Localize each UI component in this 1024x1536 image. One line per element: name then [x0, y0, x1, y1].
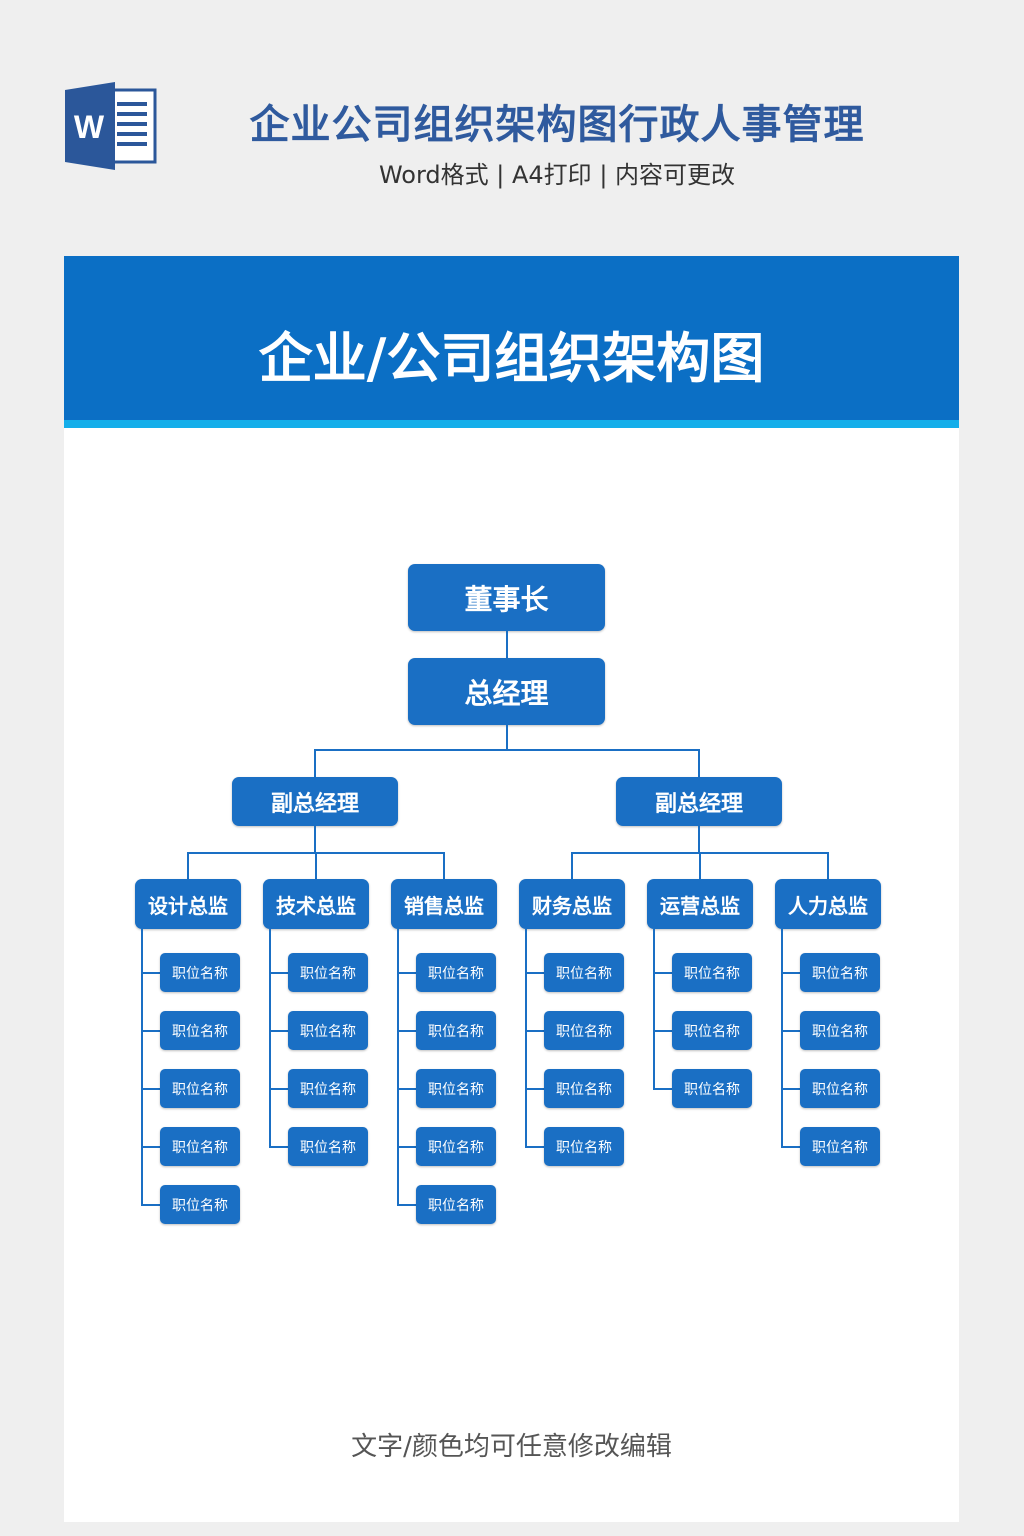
position-box[interactable]: 职位名称 [288, 1127, 368, 1166]
position-box[interactable]: 职位名称 [416, 1185, 496, 1224]
connector-line [653, 929, 655, 1089]
position-box[interactable]: 职位名称 [800, 1011, 880, 1050]
chairman-box[interactable]: 董事长 [408, 564, 605, 631]
deputy-manager-box[interactable]: 副总经理 [616, 777, 782, 826]
connector-line [827, 852, 829, 879]
connector-line [781, 1146, 800, 1148]
position-box[interactable]: 职位名称 [288, 1069, 368, 1108]
position-box[interactable]: 职位名称 [160, 1127, 240, 1166]
director-box[interactable]: 技术总监 [263, 879, 369, 929]
connector-line [653, 1088, 672, 1090]
connector-line [781, 1030, 800, 1032]
position-box[interactable]: 职位名称 [672, 1069, 752, 1108]
position-box[interactable]: 职位名称 [160, 953, 240, 992]
general-manager-box[interactable]: 总经理 [408, 658, 605, 725]
banner [64, 256, 959, 420]
connector-line [525, 1030, 544, 1032]
connector-line [653, 1030, 672, 1032]
connector-line [269, 972, 288, 974]
connector-line [141, 1088, 160, 1090]
director-box[interactable]: 销售总监 [391, 879, 497, 929]
position-box[interactable]: 职位名称 [416, 1069, 496, 1108]
connector-line [187, 852, 189, 879]
connector-line [315, 749, 700, 751]
connector-line [315, 852, 317, 879]
connector-line [653, 972, 672, 974]
position-box[interactable]: 职位名称 [800, 1069, 880, 1108]
position-box[interactable]: 职位名称 [544, 1069, 624, 1108]
svg-text:W: W [74, 109, 105, 145]
position-box[interactable]: 职位名称 [160, 1011, 240, 1050]
connector-line [699, 852, 701, 879]
position-box[interactable]: 职位名称 [800, 953, 880, 992]
position-box[interactable]: 职位名称 [800, 1127, 880, 1166]
word-icon: W [65, 82, 157, 170]
connector-line [525, 929, 527, 1147]
position-box[interactable]: 职位名称 [288, 953, 368, 992]
connector-line [397, 929, 399, 1205]
connector-line [397, 1030, 416, 1032]
connector-line [397, 1146, 416, 1148]
connector-line [781, 972, 800, 974]
connector-line [525, 1088, 544, 1090]
connector-line [397, 1088, 416, 1090]
position-box[interactable]: 职位名称 [672, 953, 752, 992]
banner-title: 企业/公司组织架构图 [258, 327, 765, 390]
position-box[interactable]: 职位名称 [416, 1011, 496, 1050]
connector-line [781, 929, 783, 1147]
connector-line [698, 826, 700, 853]
position-box[interactable]: 职位名称 [288, 1011, 368, 1050]
director-box[interactable]: 财务总监 [519, 879, 625, 929]
position-box[interactable]: 职位名称 [416, 953, 496, 992]
connector-line [269, 929, 271, 1147]
connector-line [525, 1146, 544, 1148]
footer-note: 文字/颜色均可任意修改编辑 [351, 1432, 672, 1462]
director-box[interactable]: 运营总监 [647, 879, 753, 929]
position-box[interactable]: 职位名称 [416, 1127, 496, 1166]
connector-line [397, 1204, 416, 1206]
director-box[interactable]: 人力总监 [775, 879, 881, 929]
connector-line [269, 1146, 288, 1148]
connector-line [571, 852, 573, 879]
position-box[interactable]: 职位名称 [160, 1185, 240, 1224]
connector-line [698, 749, 700, 777]
connector-line [397, 972, 416, 974]
connector-line [269, 1088, 288, 1090]
connector-line [781, 1088, 800, 1090]
connector-line [269, 1030, 288, 1032]
position-box[interactable]: 职位名称 [672, 1011, 752, 1050]
connector-line [506, 631, 508, 658]
document-title: 企业公司组织架构图行政人事管理 [249, 102, 865, 148]
connector-line [141, 1030, 160, 1032]
connector-line [141, 972, 160, 974]
connector-line [443, 852, 445, 879]
connector-line [141, 1204, 160, 1206]
director-box[interactable]: 设计总监 [135, 879, 241, 929]
connector-line [141, 929, 143, 1205]
connector-line [314, 826, 316, 853]
connector-line [141, 1146, 160, 1148]
position-box[interactable]: 职位名称 [544, 1127, 624, 1166]
connector-line [506, 725, 508, 750]
connector-line [525, 972, 544, 974]
deputy-manager-box[interactable]: 副总经理 [232, 777, 398, 826]
document-subtitle: Word格式 | A4打印 | 内容可更改 [378, 161, 736, 189]
position-box[interactable]: 职位名称 [160, 1069, 240, 1108]
position-box[interactable]: 职位名称 [544, 953, 624, 992]
banner-accent-strip [64, 420, 959, 428]
connector-line [314, 749, 316, 777]
position-box[interactable]: 职位名称 [544, 1011, 624, 1050]
